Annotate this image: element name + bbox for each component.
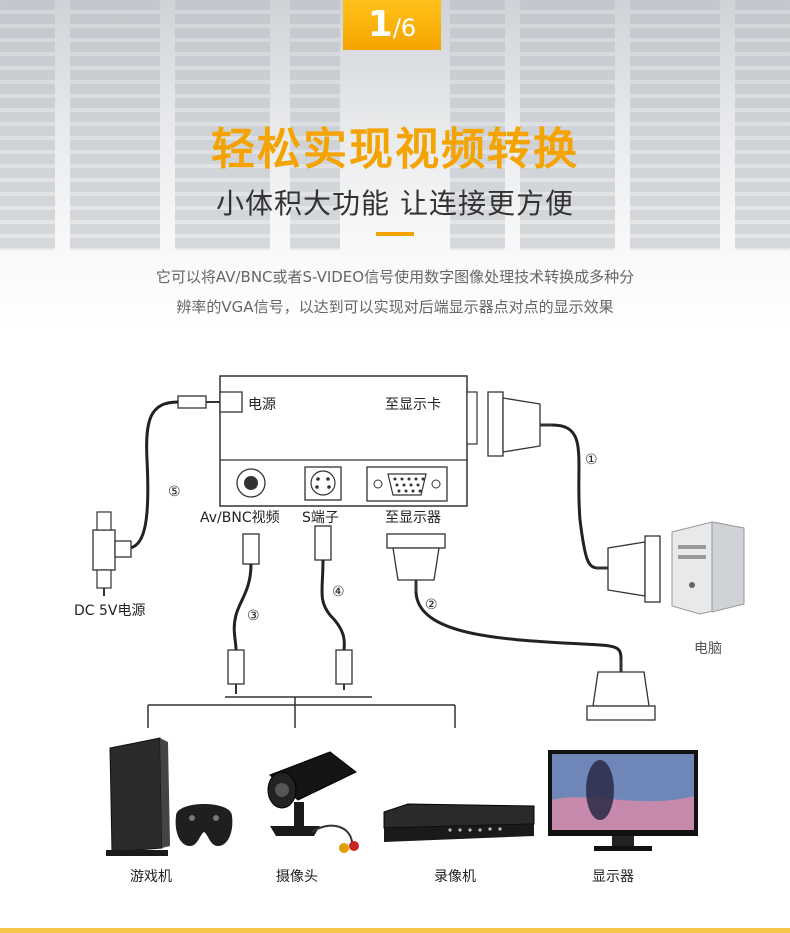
dc-power-label: DC 5V电源 (74, 603, 146, 619)
rack-strip (630, 0, 720, 250)
dc-adapter (92, 529, 116, 571)
camera-base (270, 826, 320, 836)
cable-number-5: ⑤ (168, 484, 181, 500)
cable-number-4: ④ (332, 584, 345, 600)
gamepad-button (213, 815, 219, 821)
dvr (383, 803, 535, 829)
badge-current: 1 (367, 4, 393, 45)
page-badge: 1 /6 (343, 0, 441, 50)
to-monitor-label: 至显示器 (385, 510, 441, 526)
power-plug (177, 395, 207, 409)
rack-strip (735, 0, 790, 250)
vga-plug-1-body (502, 397, 541, 453)
camera-plug-yellow (339, 843, 349, 853)
camera-cable (311, 824, 353, 843)
s-port-label: S端子 (302, 510, 339, 526)
s-video-pin (316, 477, 320, 481)
rack-strip (70, 0, 160, 250)
vga-out-port (466, 391, 478, 445)
rack-strip (450, 0, 505, 250)
description-line-1: 它可以将AV/BNC或者S-VIDEO信号使用数字图像处理技术转换成多种分 (155, 268, 635, 286)
game-console-label: 游戏机 (130, 869, 172, 885)
page-title: 轻松实现视频转换 (211, 124, 579, 175)
s-video-pin (315, 485, 319, 489)
rack-strip (175, 0, 270, 250)
s-video-pin (327, 485, 331, 489)
dvr-label: 录像机 (434, 869, 476, 885)
to-display-card-label: 至显示卡 (385, 397, 441, 413)
av-port-core (244, 476, 258, 490)
cable-4 (320, 559, 346, 651)
av-bnc-label: Av/BNC视频 (200, 510, 280, 526)
vga-port-pins (393, 477, 425, 493)
game-console-stand (106, 850, 168, 856)
rack-strip (290, 0, 340, 250)
cable-2 (414, 591, 623, 661)
av-plug-bottom (227, 649, 245, 685)
monitor-stand (594, 846, 652, 851)
computer-drive-bay (678, 555, 706, 559)
gamepad (175, 804, 233, 846)
monitor-screen-art (552, 796, 694, 830)
computer-label: 电脑 (694, 641, 722, 657)
cable-3 (232, 563, 253, 651)
dc-adapter-bottom (96, 569, 112, 589)
rack-strip (0, 0, 55, 250)
title-divider (376, 232, 414, 236)
camera-lens (275, 783, 289, 797)
game-console (109, 737, 163, 853)
badge-total: /6 (392, 14, 417, 42)
vga-plug-2 (644, 535, 661, 603)
cable-number-3: ③ (247, 608, 260, 624)
monitor-screen-figure (586, 760, 614, 820)
computer-tower-side (711, 521, 745, 613)
vga-port-screw (431, 479, 441, 489)
av-plug-top (242, 533, 260, 565)
game-console-side (160, 738, 170, 848)
cable-number-2: ② (425, 597, 438, 613)
cable-5 (129, 400, 179, 550)
vga-plug-1 (487, 391, 504, 457)
page-subtitle: 小体积大功能 让连接更方便 (216, 187, 574, 220)
power-jack (219, 391, 243, 413)
vga-plug-2-body (607, 541, 646, 597)
vga-port-screw (373, 479, 383, 489)
dc-adapter-top (96, 511, 112, 531)
camera-mount (294, 802, 304, 826)
vga-plug-4-body (592, 671, 650, 707)
camera-plug-red (349, 841, 359, 851)
camera-label: 摄像头 (276, 869, 318, 885)
bottom-accent-bar (0, 928, 790, 933)
s-video-plug-top (314, 525, 332, 561)
rack-strip (520, 0, 615, 250)
computer-drive-bay (678, 545, 706, 549)
dvr-buttons (448, 827, 502, 832)
vga-plug-3-body (392, 547, 440, 581)
monitor-label: 显示器 (592, 869, 634, 885)
s-video-pin (326, 477, 330, 481)
cable-1 (551, 423, 599, 570)
cable-number-1: ① (585, 452, 598, 468)
s-video-port-ring (310, 470, 336, 496)
vga-plug-4 (586, 705, 656, 721)
dc-adapter-side (114, 540, 132, 558)
description-line-2: 辨率的VGA信号，以达到可以实现对后端显示器点对点的显示效果 (176, 298, 614, 316)
computer-power-button (689, 582, 695, 588)
s-video-plug-bottom (335, 649, 353, 685)
gamepad-button (189, 815, 195, 821)
monitor-neck (612, 836, 634, 846)
power-label: 电源 (248, 397, 276, 413)
server-rack-background (0, 0, 790, 330)
dvr-front (384, 824, 534, 842)
vga-plug-3 (386, 533, 446, 549)
